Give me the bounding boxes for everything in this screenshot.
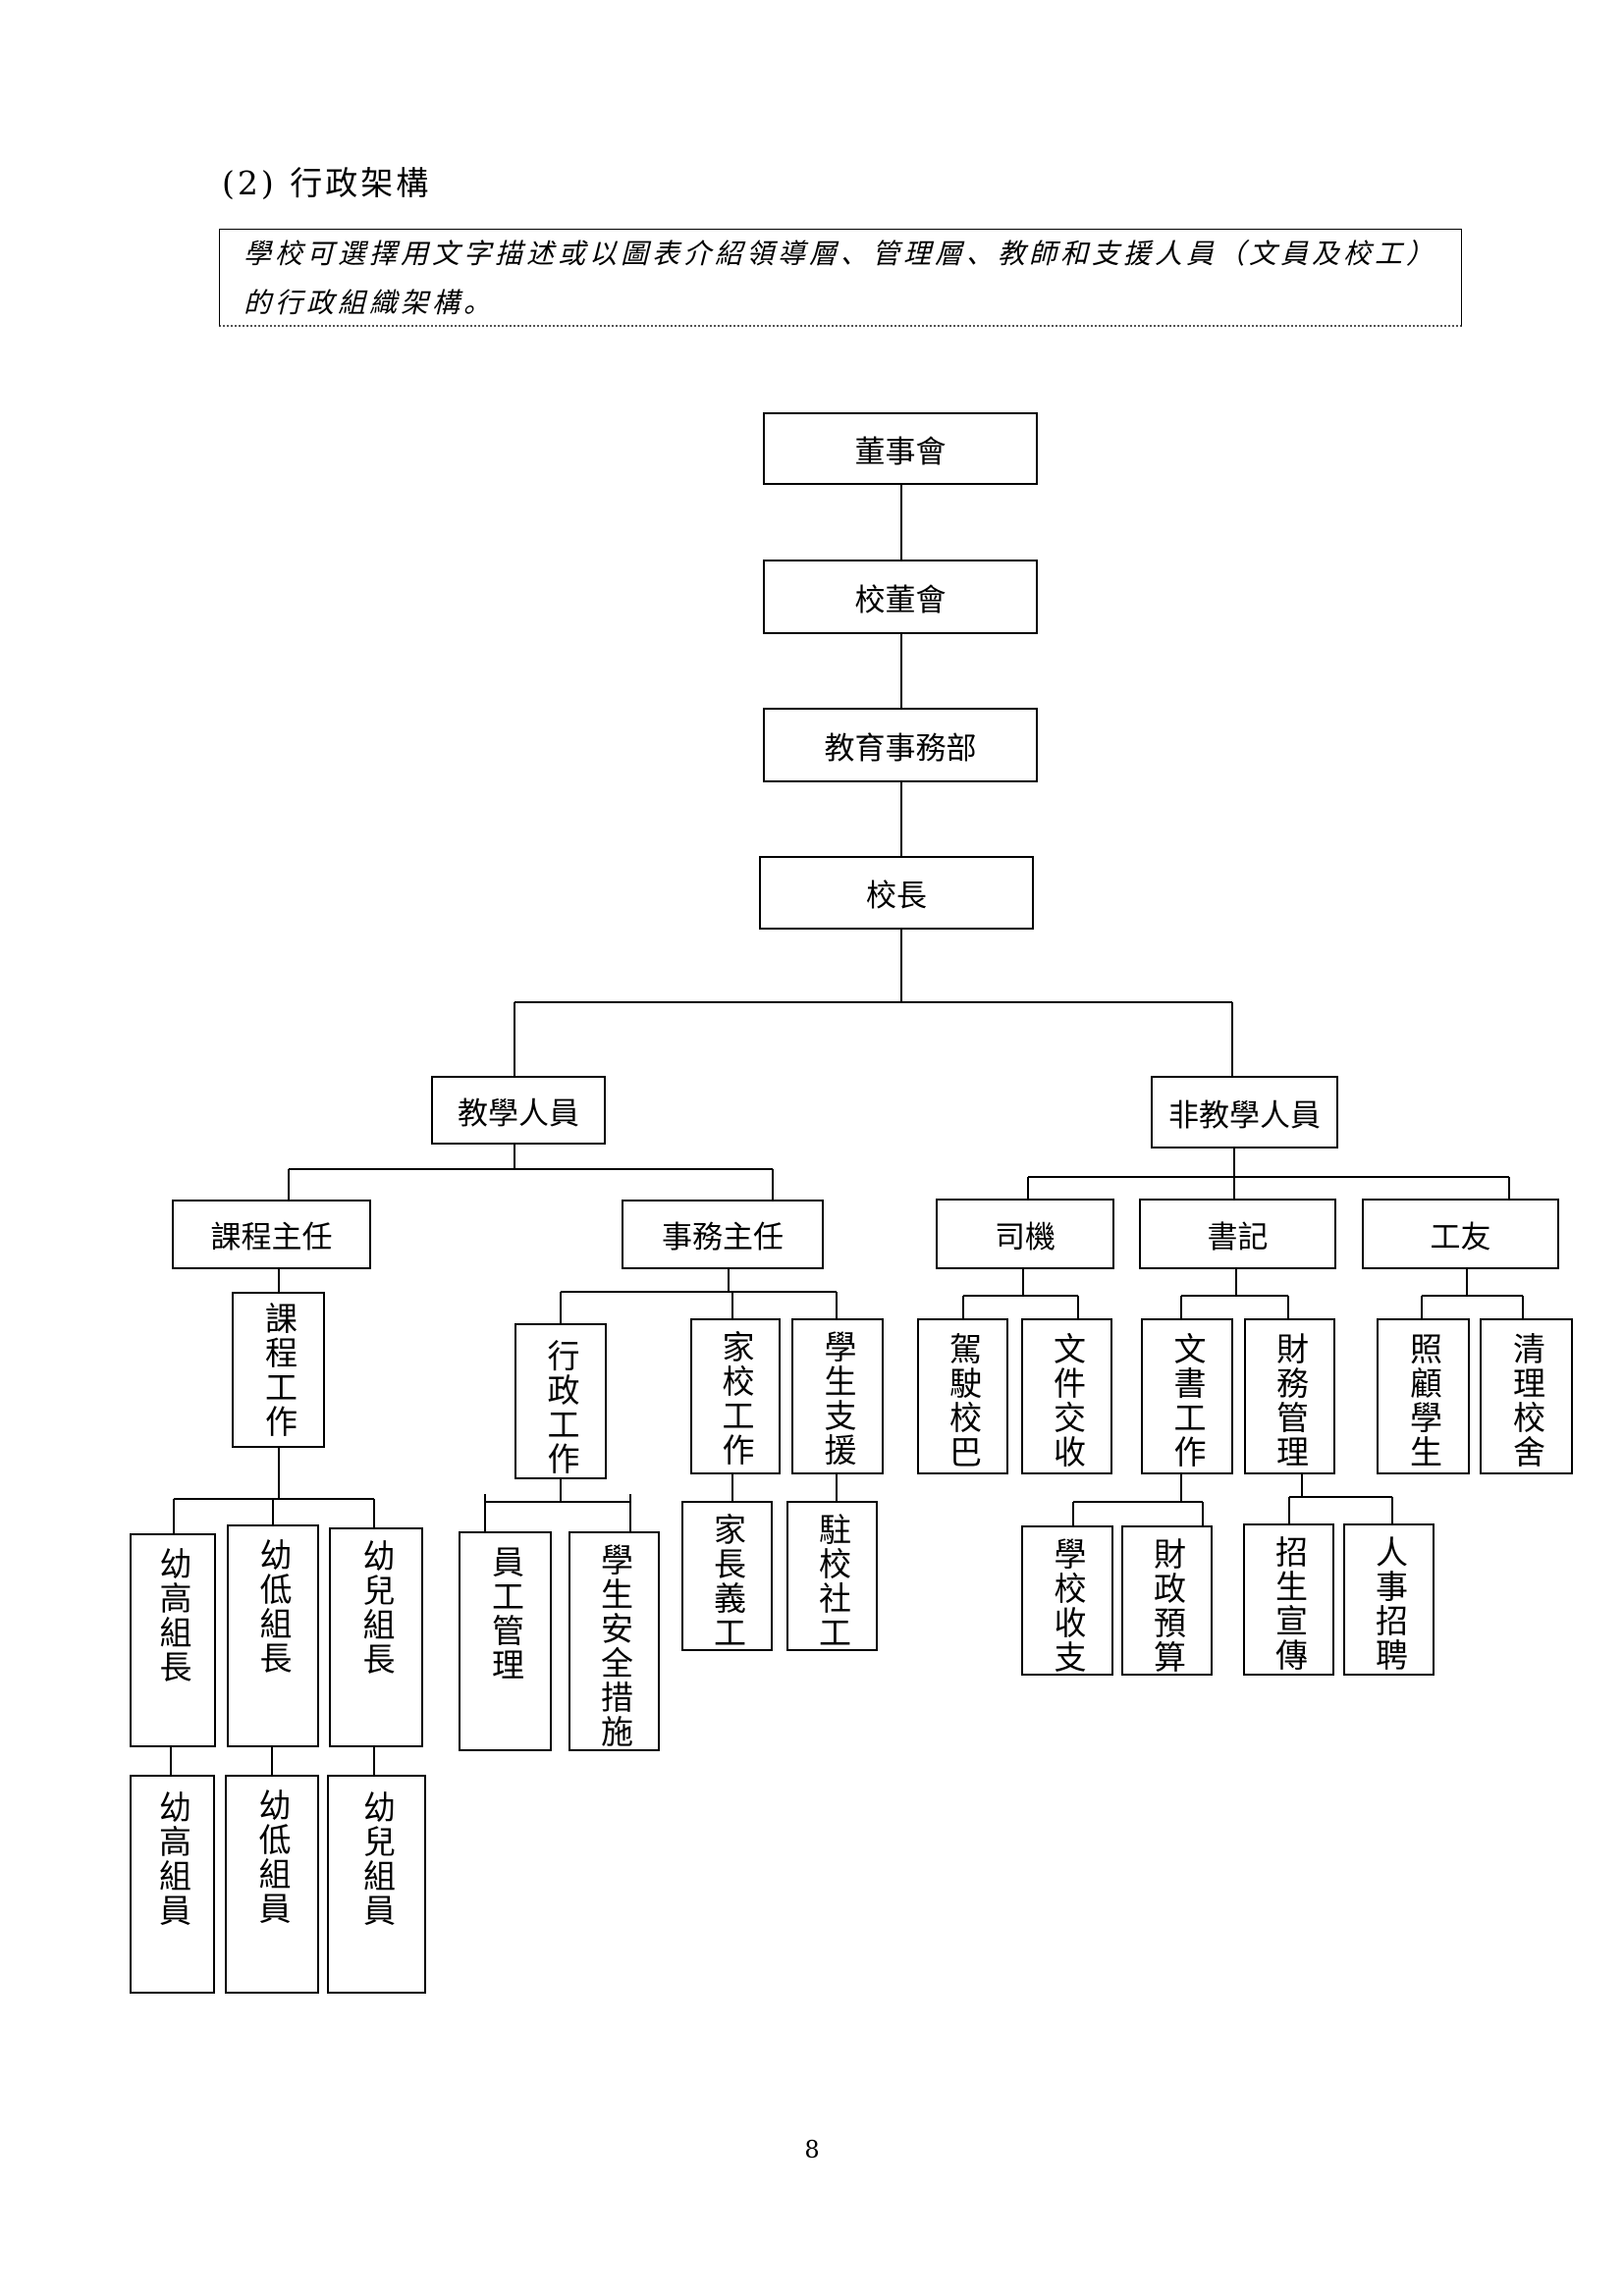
node-label: 非教學人員 [1168, 1097, 1321, 1134]
connector-nonteaching-roles [1027, 1148, 1510, 1199]
node-recruitment-promotion: 招生宣傳 [1243, 1523, 1334, 1676]
node-drive-school-bus: 駕駛校巴 [917, 1318, 1008, 1474]
node-education-affairs-dept: 教育事務部 [763, 708, 1038, 782]
node-label: 幼高組員 [153, 1790, 192, 1928]
node-label: 司機 [995, 1219, 1056, 1255]
node-label: 家長義工 [708, 1513, 747, 1650]
node-affairs-head: 事務主任 [622, 1200, 824, 1269]
node-label: 文書工作 [1168, 1332, 1207, 1469]
node-curriculum-head: 課程主任 [172, 1200, 371, 1269]
node-label: 教育事務部 [824, 730, 977, 767]
node-student-support: 學生支援 [791, 1318, 884, 1474]
node-label: 工友 [1430, 1219, 1491, 1255]
node-financial-management: 財務管理 [1244, 1318, 1335, 1474]
node-teaching-staff: 教學人員 [431, 1076, 606, 1145]
node-board-of-directors: 董事會 [763, 412, 1038, 485]
node-clerical-work: 文書工作 [1141, 1318, 1233, 1474]
node-label: 董事會 [854, 434, 947, 470]
connector-group-leaders [173, 1448, 375, 1533]
node-label: 招生宣傳 [1270, 1535, 1309, 1673]
node-curriculum-work: 課程工作 [232, 1292, 325, 1448]
connector-admin-subtasks [484, 1479, 631, 1531]
node-staff-management: 員工管理 [459, 1531, 552, 1751]
node-document-receipt: 文件交收 [1021, 1318, 1112, 1474]
node-label: 事務主任 [662, 1220, 784, 1255]
connector-clerk-tasks [1180, 1269, 1289, 1318]
node-label: 駐校社工 [813, 1513, 852, 1650]
node-label: 教學人員 [458, 1095, 579, 1132]
node-senior-group-member: 幼高組員 [130, 1775, 215, 1994]
node-label: 家校工作 [717, 1330, 755, 1468]
node-school-social-worker: 駐校社工 [786, 1501, 878, 1651]
node-label: 幼低組長 [254, 1538, 293, 1676]
node-label: 課程主任 [210, 1220, 333, 1255]
node-home-school-work: 家校工作 [690, 1318, 781, 1474]
node-label: 校長 [866, 879, 927, 914]
node-label: 幼高組長 [154, 1547, 192, 1684]
node-label: 學生支援 [819, 1330, 857, 1468]
connector-affairs-work [560, 1269, 838, 1323]
node-label: 幼兒組員 [357, 1790, 397, 1928]
connector-teaching-heads [288, 1145, 774, 1200]
node-school-income-expense: 學校收支 [1021, 1525, 1113, 1676]
node-label: 書記 [1207, 1219, 1269, 1255]
node-label: 照顧學生 [1404, 1332, 1443, 1469]
node-label: 幼低組員 [253, 1789, 292, 1926]
node-label: 校董會 [854, 582, 947, 618]
node-label: 學校收支 [1049, 1537, 1087, 1675]
node-driver: 司機 [936, 1199, 1114, 1269]
node-admin-work: 行政工作 [514, 1323, 607, 1479]
section-heading: (2) 行政架構 [222, 164, 432, 202]
node-clean-campus: 清理校舍 [1480, 1318, 1573, 1474]
node-junior-group-member: 幼低組員 [225, 1775, 319, 1994]
node-student-safety-measures: 學生安全措施 [568, 1531, 660, 1751]
node-fiscal-budget: 財政預算 [1121, 1525, 1213, 1676]
node-parent-volunteers: 家長義工 [681, 1501, 773, 1651]
connector-principal-split [514, 930, 1233, 1076]
instruction-note: 學校可選擇用文字描述或以圖表介紹領導層、管理層、教師和支援人員（文員及校工）的行… [219, 229, 1462, 327]
node-label: 員工管理 [486, 1545, 525, 1682]
node-clerk: 書記 [1139, 1199, 1336, 1269]
node-label: 學生安全措施 [595, 1543, 634, 1749]
node-label: 文件交收 [1048, 1332, 1087, 1469]
node-label: 駕駛校巴 [944, 1332, 983, 1469]
node-nursery-group-member: 幼兒組員 [327, 1775, 426, 1994]
node-personnel-recruitment: 人事招聘 [1343, 1523, 1435, 1676]
node-principal: 校長 [759, 856, 1034, 930]
connector-driver-tasks [962, 1269, 1079, 1318]
node-nursery-group-leader: 幼兒組長 [329, 1527, 423, 1747]
node-label: 清理校舍 [1507, 1332, 1546, 1469]
node-label: 課程工作 [259, 1302, 298, 1439]
connector-janitor-tasks [1421, 1269, 1524, 1318]
node-senior-group-leader: 幼高組長 [130, 1533, 216, 1747]
node-label: 幼兒組長 [357, 1539, 396, 1677]
node-school-board: 校董會 [763, 560, 1038, 634]
node-label: 人事招聘 [1370, 1535, 1409, 1673]
connector-clerical-subtasks [1072, 1474, 1204, 1525]
node-label: 財政預算 [1148, 1537, 1187, 1675]
node-label: 行政工作 [542, 1339, 580, 1476]
node-non-teaching-staff: 非教學人員 [1151, 1076, 1338, 1148]
page-number: 8 [804, 2136, 820, 2163]
connector-finance-subtasks [1288, 1474, 1393, 1523]
node-junior-group-leader: 幼低組長 [227, 1524, 319, 1747]
node-care-students: 照顧學生 [1377, 1318, 1470, 1474]
node-label: 財務管理 [1271, 1332, 1310, 1469]
node-janitor: 工友 [1362, 1199, 1559, 1269]
